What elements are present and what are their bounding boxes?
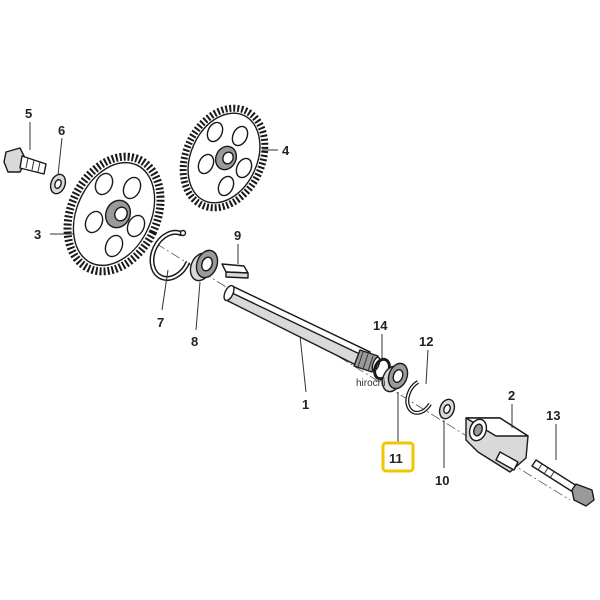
bolt-part-13 [531, 459, 595, 507]
key-part-9 [221, 263, 249, 279]
housing-part-2 [465, 417, 529, 473]
leader-lines [29, 122, 557, 468]
gear-part-3 [63, 152, 165, 276]
seal-part-11 [381, 362, 409, 393]
callout-10: 10 [435, 473, 449, 488]
circlip-part-7 [149, 229, 191, 281]
watermark-text: hirochi [356, 378, 385, 389]
callout-14: 14 [373, 318, 388, 333]
bearing-part-8 [189, 249, 219, 282]
callout-1: 1 [302, 397, 309, 412]
callout-13: 13 [546, 408, 560, 423]
highlight-box-part-11 [381, 441, 415, 473]
callout-3: 3 [34, 227, 41, 242]
callout-8: 8 [191, 334, 198, 349]
callout-labels: 5 6 3 4 9 7 8 1 14 12 11 10 2 13 [25, 106, 560, 488]
callout-6: 6 [58, 123, 65, 138]
callout-5: 5 [25, 106, 32, 121]
callout-2: 2 [508, 388, 515, 403]
shaft-part-1 [223, 284, 381, 373]
callout-11: 11 [389, 451, 403, 466]
gear-part-4 [179, 104, 269, 212]
bolt-part-5 [3, 147, 47, 175]
circlip-part-12 [405, 380, 432, 415]
callout-9: 9 [234, 228, 241, 243]
washer-part-10 [438, 398, 456, 420]
callout-12: 12 [419, 334, 433, 349]
callout-4: 4 [282, 143, 290, 158]
washer-part-6 [49, 173, 67, 195]
callout-7: 7 [157, 315, 164, 330]
